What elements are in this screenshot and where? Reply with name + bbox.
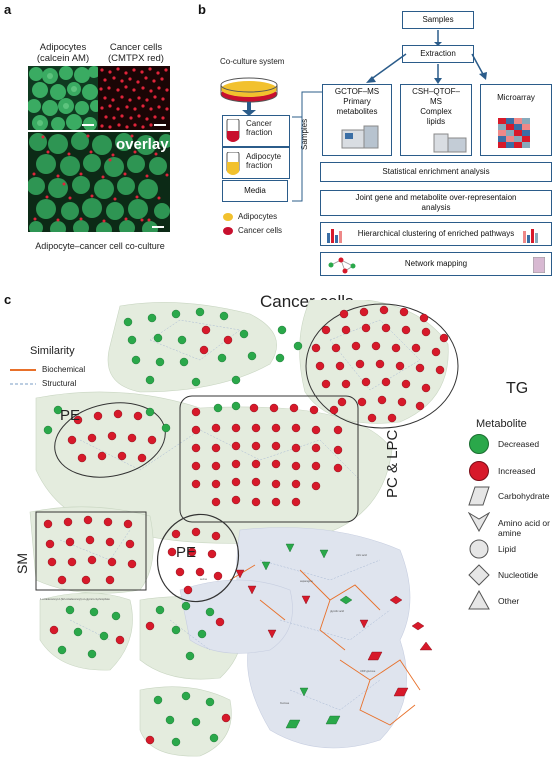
legend-increased: Increased	[498, 466, 536, 476]
lipid-legend-icon	[469, 539, 489, 559]
network-left-icon	[328, 257, 356, 274]
adipocytes-legend-label: Adipocytes	[238, 212, 278, 221]
hierarchical-clustering-box: Hierarchical clustering of enriched path…	[320, 222, 552, 246]
svg-text:UDP-glucose: UDP-glucose	[360, 669, 376, 673]
metabolite-legend-title: Metabolite	[476, 418, 527, 430]
biochemical-label: Biochemical	[42, 365, 86, 374]
flow-arrows	[366, 30, 487, 84]
statistical-enrichment-box: Statistical enrichment analysis	[320, 162, 552, 182]
network-mapping-box: Network mapping	[320, 252, 552, 276]
legend-carbohydrate: Carbohydrate	[498, 491, 550, 501]
nucleotide-legend-icon	[468, 564, 490, 586]
decreased-legend-icon	[469, 434, 489, 454]
joint-analysis-box: Joint gene and metabolite over-represent…	[320, 190, 552, 216]
other-legend-icon	[468, 590, 490, 610]
adipocyte-tube-icon	[226, 152, 240, 175]
network-mapping-label: Network mapping	[404, 259, 468, 268]
amino-acid-legend-icon	[468, 512, 490, 532]
svg-text:glycolic acid: glycolic acid	[330, 609, 345, 613]
cancer-fraction-label: Cancer fraction	[246, 119, 273, 137]
dendrogram-left-icon	[327, 229, 342, 243]
adipocytes-legend-dot	[223, 213, 233, 221]
gctof-box: GCTOF–MS Primary metabolites	[322, 84, 392, 156]
hierarchical-clustering-label: Hierarchical clustering of enriched path…	[357, 229, 515, 238]
structural-label: Structural	[42, 379, 77, 388]
cancer-cells-micrograph	[98, 66, 170, 130]
cancer-fraction-box	[222, 115, 290, 147]
adipocytes-cells-graphic	[28, 66, 98, 130]
panel-a-caption: Adipocyte–cancer cell co-culture	[35, 241, 165, 251]
microarray-heatmap-icon	[498, 118, 530, 148]
legend-other: Other	[498, 596, 520, 606]
adipocyte-fraction-box	[222, 147, 290, 179]
svg-text:serine: serine	[200, 577, 208, 581]
adipocyte-fraction-label: Adipocyte fraction	[246, 152, 282, 170]
panel-a-label: a	[4, 2, 12, 17]
svg-text:citric acid: citric acid	[356, 553, 367, 557]
media-box: Media	[222, 180, 288, 202]
svg-text:1-octadecanoyl-2-(9Z-octadecen: 1-octadecanoyl-2-(9Z-octadecenoyl)-sn-gl…	[40, 597, 110, 601]
coculture-title: Co-culture system	[220, 57, 285, 66]
cancer-cells-title: Cancer cells (CMTPX red)	[108, 42, 164, 64]
legend-lipid: Lipid	[498, 544, 516, 554]
csh-instrument-icon	[433, 133, 467, 153]
legend-nucleotide: Nucleotide	[498, 570, 539, 580]
dendrogram-right-icon	[523, 229, 538, 243]
similarity-title: Similarity	[30, 345, 75, 357]
svg-text:fructose: fructose	[280, 701, 290, 705]
cluster-label-pc-lpc: PC & LPC	[384, 429, 401, 498]
legend-decreased: Decreased	[498, 439, 540, 449]
carbohydrate-legend-icon	[468, 486, 490, 506]
svg-text:asparagine: asparagine	[300, 579, 313, 583]
gctof-label: GCTOF–MS Primary metabolites	[334, 87, 380, 116]
legend-amino-acid: Amino acid or amine	[498, 518, 550, 538]
overlay-cells-graphic	[28, 132, 170, 232]
microarray-label: Microarray	[497, 93, 535, 102]
cancer-legend-dot	[223, 227, 233, 235]
cluster-label-pe-top: PE	[60, 407, 81, 424]
increased-legend-icon	[469, 461, 489, 481]
petri-dish-graphic	[220, 77, 278, 116]
cluster-label-pe-lower: PE	[176, 544, 197, 561]
similarity-legend-lines	[10, 369, 36, 385]
cancer-tube-icon	[226, 119, 240, 142]
samples-connector	[301, 91, 322, 156]
overlay-label: overlay	[116, 136, 169, 153]
samples-box: Samples	[402, 11, 474, 29]
overlay-micrograph: overlay	[28, 132, 170, 232]
csh-label: CSH–QTOF– MS Complex lipids	[412, 87, 460, 126]
panel-c-label: c	[4, 292, 12, 307]
cluster-label-tg: TG	[506, 380, 529, 397]
samples-bracket	[292, 116, 303, 202]
cancer-legend-label: Cancer cells	[238, 226, 283, 235]
adipocytes-title: Adipocytes (calcein AM)	[36, 42, 90, 64]
gctof-instrument-icon	[341, 125, 379, 149]
network-right-icon	[533, 257, 545, 273]
cancer-cells-dots-graphic	[98, 66, 170, 130]
panel-b-label: b	[198, 2, 206, 17]
cluster-label-sm: SM	[14, 553, 30, 574]
adipocytes-micrograph	[28, 66, 98, 130]
